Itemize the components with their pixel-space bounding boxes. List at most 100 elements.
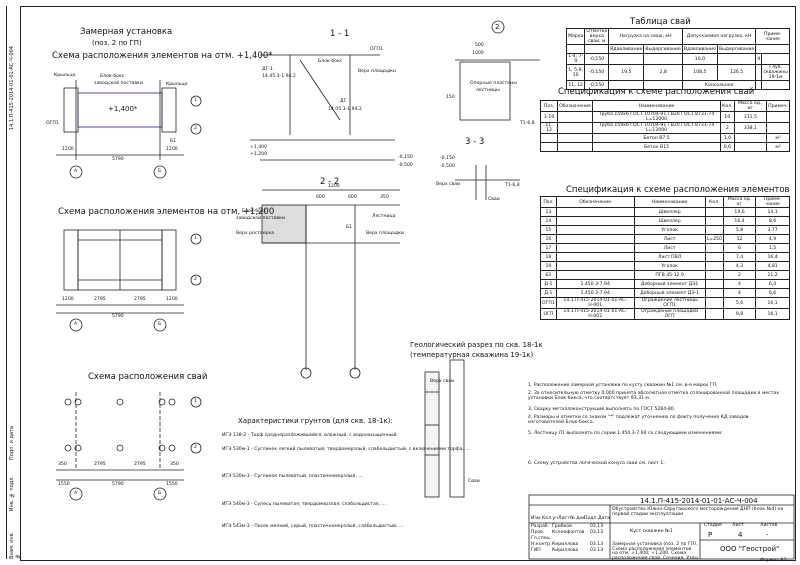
table-piles: Марка Отметка верха сваи, м Нагрузка на … — [565, 28, 790, 90]
tse-r0c0: 13 — [540, 207, 557, 217]
tse-h1: Обозначение — [555, 196, 635, 208]
tse-r3c0: 16 — [540, 234, 557, 244]
tp-r2c6 — [755, 80, 763, 90]
tsp-r3c1 — [557, 142, 593, 152]
tsp-r0c5 — [766, 111, 790, 123]
tse-r2c0: 15 — [540, 225, 557, 235]
geology-label-0: Верх сваи — [430, 379, 455, 384]
tp-r0c2 — [608, 53, 645, 65]
plan1-porch-left — [63, 87, 79, 133]
tse-r3c4: 12 — [722, 234, 757, 244]
plan3-dim-6: 1550 — [166, 482, 178, 487]
tsp-r3c2: Бетон В15 — [591, 142, 722, 152]
tsp-h3: Кол. — [720, 100, 735, 112]
section33-label-2: Сваи — [488, 197, 500, 202]
section11-level-1: +1,200 — [250, 152, 268, 157]
tse-r7c0: Б1 — [540, 270, 557, 280]
tse-r8c3 — [704, 279, 724, 289]
colhead-4: Подп. — [584, 516, 598, 521]
soil-item-0: ИГЭ 138-2 - Торф среднеразложившийся, вл… — [222, 433, 398, 438]
plan3-title: Схема расположения свай — [88, 372, 208, 382]
tsp-r0c3: 10 — [720, 111, 735, 123]
note-0: 1. Расположение замерной установки по ку… — [528, 383, 718, 388]
tse-r2c4: 5,8 — [722, 225, 757, 235]
section11-title: 1 - 1 — [330, 29, 350, 39]
plan3-axis-b: Б — [158, 491, 162, 496]
tp-r1c5: 126,5 — [716, 64, 757, 81]
detail2-label-2: Т1-6,8 — [520, 121, 535, 126]
soil-item-4: ИГЭ 543м-3 - Песок мелкий, серый, пласти… — [222, 524, 404, 529]
tp-r2c7 — [761, 80, 790, 90]
title-stage: Р — [708, 531, 713, 539]
detail2-dim-0: 500 — [475, 43, 484, 48]
tp-r1c0: 1, 5-9, 10 — [565, 64, 586, 81]
tsp-r0c0: 1-10 — [539, 111, 559, 123]
tse-h0: Поз. — [540, 196, 557, 208]
plan1-subtitle: Схема расположения элементов на отм. +1,… — [52, 51, 273, 61]
section22-label-2: Верх ростверка — [236, 231, 275, 236]
tse-r9c0: Д-1 — [540, 288, 557, 298]
tse-r10c5: 16,1 — [755, 297, 790, 309]
tsp-r1c5 — [766, 122, 790, 134]
plan2-title: Схема расположения элементов на отм. +1,… — [58, 207, 275, 217]
tse-r3c5: 4,9 — [755, 234, 790, 244]
plan1-label-5: ОГП1 — [46, 121, 59, 126]
detail2-label-0: Опорные пластины — [470, 81, 517, 86]
tsp-r0c2: Труба 159х6 ГОСТ 10704-91 / В20 ГОСТ 873… — [591, 111, 722, 123]
plan1-dim-1: 5790 — [112, 157, 124, 162]
tsp-r1c1 — [557, 122, 593, 134]
tse-r4c0: 17 — [540, 243, 557, 253]
tse-r6c3 — [704, 261, 724, 271]
plan1-axis-a: А — [74, 169, 78, 174]
name-0: Грибков — [552, 524, 572, 529]
plan1-dim-2: 1200 — [166, 147, 178, 152]
tp-r0c0: 1-4, 7-9 — [565, 53, 586, 65]
geology-title-1: Геологический разрез по скв. 18-1к — [410, 341, 543, 349]
tp-r1c3: 2,8 — [643, 64, 683, 81]
tse-r5c3 — [704, 252, 724, 262]
plan1-porch-right — [161, 87, 177, 133]
tp-r0c1: -0,150 — [584, 53, 610, 65]
tse-r11c3 — [704, 308, 724, 320]
tse-r4c1 — [555, 243, 635, 253]
soil-item-2: ИГЭ 530м-3 - Суглинок пылеватый, пластич… — [222, 474, 363, 479]
tp-r0c5 — [716, 53, 757, 65]
tp-r2c4: Консольное — [681, 80, 757, 90]
title-code: 14.1.П-415-2014-01-01-АС-Ч-004 — [640, 497, 758, 505]
tse-r5c2: Лист ПВЛ — [633, 252, 706, 262]
plan2-dim-1: 2795 — [94, 297, 106, 302]
section11-label-2: Блок-бокс — [318, 59, 343, 64]
section22-title: 2 - 2 — [320, 177, 340, 187]
section33-level-1: -0,500 — [440, 164, 455, 169]
tp-h3: Допускаемая нагрузка, кН — [681, 28, 757, 45]
tp-r2c3 — [643, 80, 683, 90]
geology-title-2: (температурная скважина 19-1к) — [410, 351, 534, 359]
tse-r9c2: Доборный элемент ДЭ-1 — [633, 288, 706, 298]
plan1-axis-1: 1 — [194, 98, 197, 103]
tsp-r1c4: 338,1 — [733, 122, 768, 134]
date-4: 03.13 — [590, 548, 604, 553]
table-spec-elements: Поз. Обозначение Наименование Кол. Масса… — [540, 196, 790, 320]
plan3-piles — [64, 398, 176, 452]
tse-r11c5: 16,1 — [755, 308, 790, 320]
tse-r7c2: ПГВ 45-12.9 — [633, 270, 706, 280]
geology-label-1: Сваи — [468, 479, 480, 484]
title-object: Куст скважин №1 — [630, 529, 673, 534]
table-spec-piles-title: Спецификация к схеме расположения свай — [558, 87, 755, 97]
tse-r7c4: 2 — [722, 270, 757, 280]
section33-label-1: Т1-6,8 — [505, 183, 520, 188]
detail2-dim-2: 150 — [446, 95, 455, 100]
tse-r3c3: L=250 — [704, 234, 724, 244]
tse-r0c2: Швеллер — [633, 207, 706, 217]
table-spec-piles: Поз. Обозначение Наименование Кол. Масса… — [539, 100, 790, 152]
tp-r0c4: 10,0 — [681, 53, 718, 65]
